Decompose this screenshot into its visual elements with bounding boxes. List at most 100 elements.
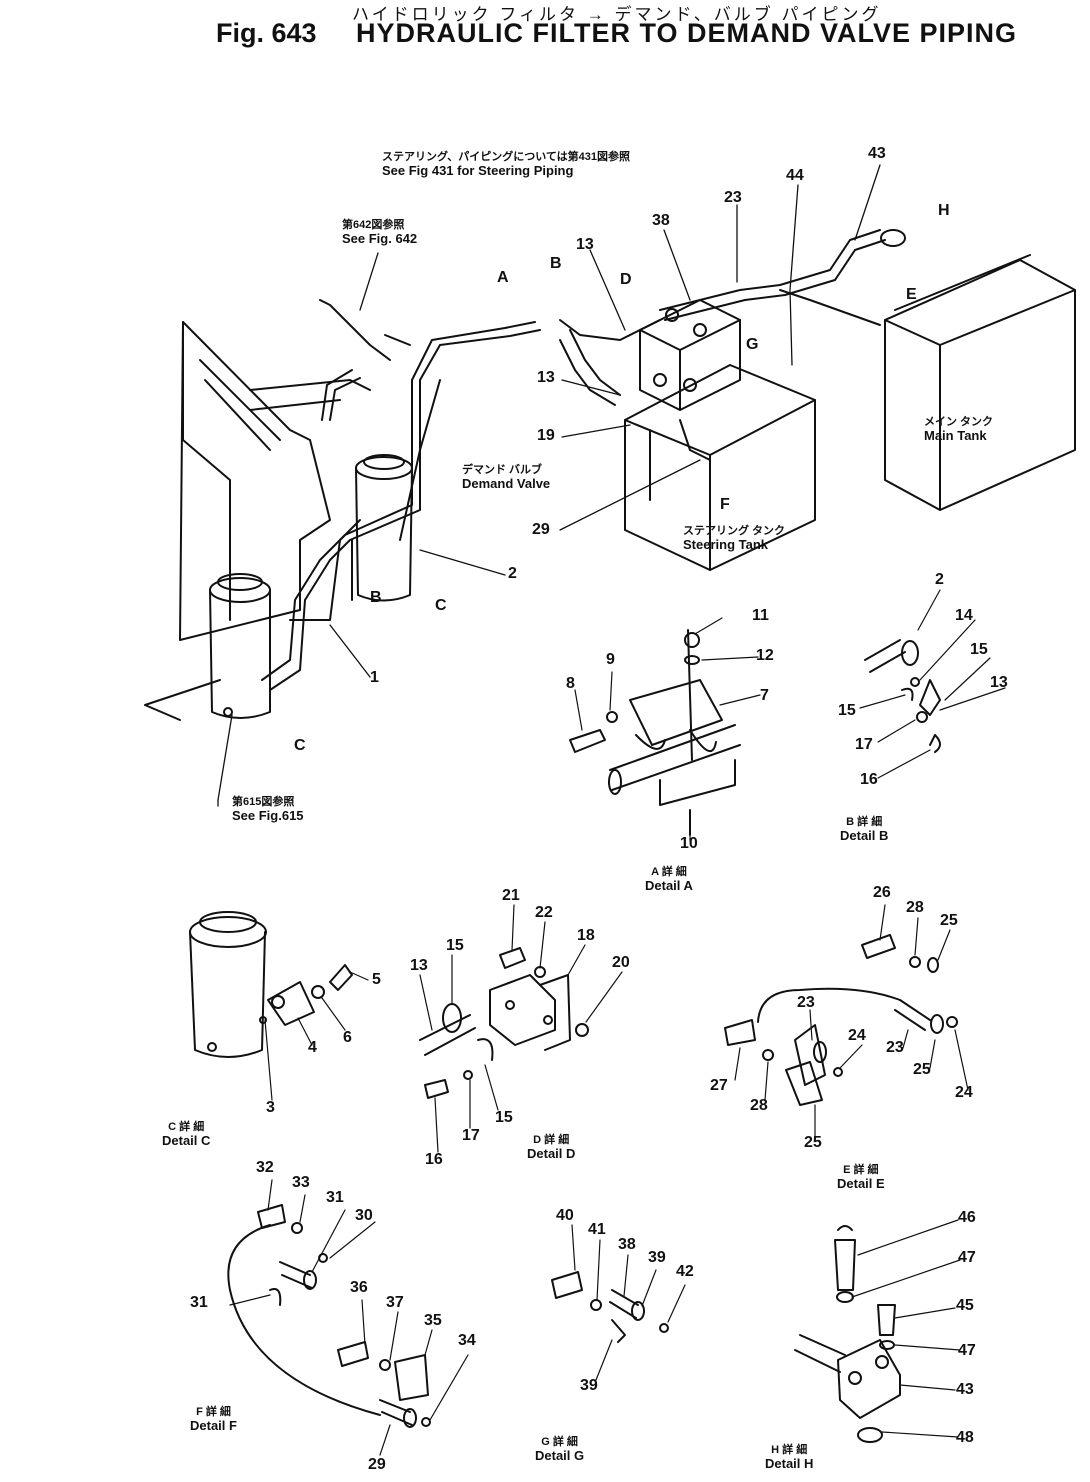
callout-b-13: 13: [990, 674, 1008, 691]
callout-e-27: 27: [710, 1077, 728, 1094]
callout-e-24-right: 24: [955, 1084, 973, 1101]
detail-c-drawing: [189, 911, 369, 1101]
callout-main-E: E: [906, 286, 917, 303]
callout-main-13-upper: 13: [576, 236, 594, 253]
callout-f-34: 34: [458, 1332, 476, 1349]
callout-b-17: 17: [855, 736, 873, 753]
detail-c-caption-jp: C 詳 細: [168, 1121, 205, 1133]
callout-h-43: 43: [956, 1381, 974, 1398]
callout-c-3: 3: [266, 1099, 275, 1116]
detail-h-caption-jp: H 詳 細: [771, 1444, 808, 1456]
steering-tank: [624, 364, 816, 571]
detail-h-caption: H 詳 細 Detail H: [765, 1443, 813, 1471]
callout-g-40: 40: [556, 1207, 574, 1224]
detail-d-drawing: [419, 904, 623, 1153]
callout-b-15-upper: 15: [970, 641, 988, 658]
callout-main-44: 44: [786, 167, 804, 184]
label-demand-valve-jp: デマンド バルブ: [462, 464, 543, 476]
detail-b-caption-jp: B 詳 細: [846, 816, 883, 828]
detail-a-drawing: [569, 617, 761, 841]
detail-f-caption-en: Detail F: [190, 1418, 237, 1433]
detail-e-caption: E 詳 細 Detail E: [837, 1163, 885, 1191]
callout-d-20: 20: [612, 954, 630, 971]
note-fig-642: 第642図参照 See Fig. 642: [342, 218, 417, 246]
detail-b-caption: B 詳 細 Detail B: [840, 815, 888, 843]
callout-h-48: 48: [956, 1429, 974, 1446]
callout-b-2: 2: [935, 571, 944, 588]
piping-network: [261, 229, 886, 691]
callout-h-46: 46: [958, 1209, 976, 1226]
note-fig-615-en: See Fig.615: [232, 808, 304, 823]
detail-c-caption: C 詳 細 Detail C: [162, 1120, 210, 1148]
callout-main-B: B: [550, 255, 562, 272]
callout-e-25-right: 25: [913, 1061, 931, 1078]
callout-a-11: 11: [752, 607, 769, 624]
callout-main-2: 2: [508, 565, 517, 582]
detail-f-caption: F 詳 細 Detail F: [190, 1405, 237, 1433]
callout-f-29: 29: [368, 1456, 386, 1473]
callout-f-35: 35: [424, 1312, 442, 1329]
label-steering-tank-jp: ステアリング タンク: [683, 525, 786, 537]
callout-d-18: 18: [577, 927, 595, 944]
callout-h-45: 45: [956, 1297, 974, 1314]
callout-d-17: 17: [462, 1127, 480, 1144]
detail-c-caption-en: Detail C: [162, 1133, 211, 1148]
header-japanese-title: ハイドロリック フィルタ → デマンド、バルブ パイピング: [352, 5, 882, 24]
callout-f-31-upper: 31: [326, 1189, 344, 1206]
callout-f-37: 37: [386, 1294, 404, 1311]
detail-b-caption-en: Detail B: [840, 828, 889, 843]
machine-body: [144, 321, 371, 721]
callout-c-4: 4: [308, 1039, 317, 1056]
callout-h-47-upper: 47: [958, 1249, 976, 1266]
callout-d-21: 21: [502, 887, 520, 904]
callout-g-42: 42: [676, 1263, 694, 1280]
note-fig-615-jp: 第615図参照: [232, 796, 295, 808]
label-steering-tank: ステアリング タンク Steering Tank: [683, 524, 785, 552]
callout-main-G: G: [746, 336, 759, 353]
callout-e-25-lower: 25: [804, 1134, 822, 1151]
callout-h-47-lower: 47: [958, 1342, 976, 1359]
detail-h-caption-en: Detail H: [765, 1456, 814, 1471]
callout-b-16: 16: [860, 771, 878, 788]
figure-number: Fig. 643: [216, 18, 317, 48]
callout-e-23-left: 23: [797, 994, 815, 1011]
label-main-tank: メイン タンク Main Tank: [924, 415, 993, 443]
callout-e-24-left: 24: [848, 1027, 866, 1044]
callout-c-6: 6: [343, 1029, 352, 1046]
callout-main-D: D: [620, 271, 632, 288]
callout-main-19: 19: [537, 427, 555, 444]
callout-f-30: 30: [355, 1207, 373, 1224]
callout-a-10: 10: [680, 835, 698, 852]
note-fig-642-jp: 第642図参照: [342, 219, 405, 231]
note-steering-piping-jp: ステアリング、パイピングについては第431図参照: [382, 151, 631, 163]
callout-d-16: 16: [425, 1151, 443, 1168]
detail-a-caption-en: Detail A: [645, 878, 693, 893]
detail-b-drawing: [859, 589, 1006, 779]
label-demand-valve: デマンド バルブ Demand Valve: [462, 463, 550, 491]
note-steering-piping: ステアリング、パイピングについては第431図参照 See Fig 431 for…: [382, 150, 630, 178]
callout-f-36: 36: [350, 1279, 368, 1296]
callout-g-39-lower: 39: [580, 1377, 598, 1394]
callout-d-13: 13: [410, 957, 428, 974]
callout-e-25-upper: 25: [940, 912, 958, 929]
demand-valve-block: [639, 299, 741, 411]
label-main-tank-jp: メイン タンク: [924, 416, 994, 428]
detail-g-caption-en: Detail G: [535, 1448, 585, 1463]
filter-large: [209, 573, 271, 719]
callout-g-41: 41: [588, 1221, 606, 1238]
callout-g-39-upper: 39: [648, 1249, 666, 1266]
detail-e-drawing: [724, 904, 969, 1141]
callout-main-38: 38: [652, 212, 670, 229]
callout-main-29: 29: [532, 521, 550, 538]
detail-d-caption-jp: D 詳 細: [533, 1134, 570, 1146]
callout-main-B-filter: B: [370, 589, 382, 606]
callout-b-15-lower: 15: [838, 702, 856, 719]
callout-d-15-lower: 15: [495, 1109, 513, 1126]
callout-main-C-lower: C: [294, 737, 306, 754]
callout-a-9: 9: [606, 651, 615, 668]
detail-f-caption-jp: F 詳 細: [196, 1406, 231, 1418]
callout-f-32: 32: [256, 1159, 274, 1176]
callout-main-F: F: [720, 496, 730, 513]
callout-g-38: 38: [618, 1236, 636, 1253]
